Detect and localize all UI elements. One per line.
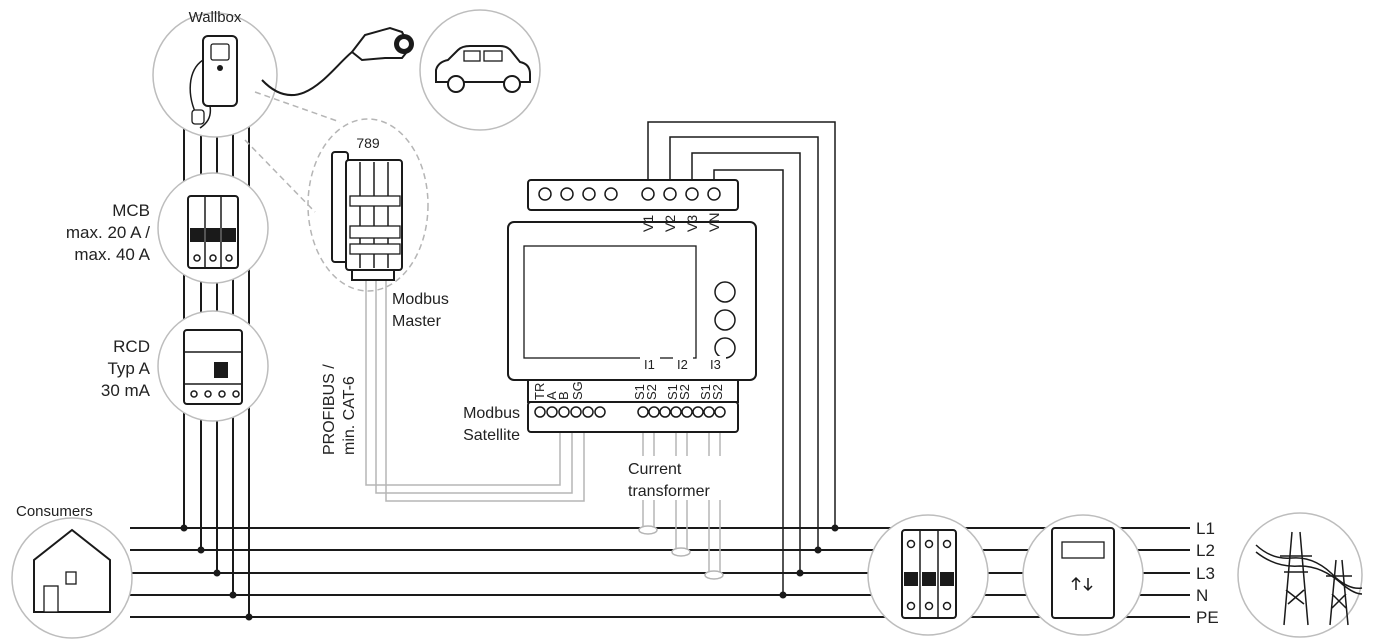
line-label-l2: L2 bbox=[1196, 541, 1215, 560]
terminal-s1-a: S1 bbox=[632, 384, 647, 400]
terminal-s1-c: S1 bbox=[698, 384, 713, 400]
ct-group-i1: I1 bbox=[644, 357, 655, 372]
rcd-label-line1: RCD bbox=[113, 337, 150, 356]
house-icon bbox=[33, 528, 111, 613]
bus-terminal-labels: TR A B SG bbox=[532, 381, 585, 400]
utility-meter-icon bbox=[1051, 527, 1115, 619]
meter-bottom-terminals bbox=[534, 406, 726, 418]
mcb-icon bbox=[187, 195, 239, 269]
current-terminal-labels: S1 S2 S1 S2 S1 S2 bbox=[632, 384, 725, 400]
cable-label-line2: min. CAT-6 bbox=[341, 376, 358, 455]
modbus-master-module bbox=[331, 151, 403, 281]
master-label-line1: Modbus bbox=[392, 291, 449, 308]
bus-lines bbox=[130, 527, 1190, 618]
terminal-s1-b: S1 bbox=[665, 384, 680, 400]
satellite-label-line1: Modbus bbox=[463, 405, 520, 422]
utility-meter bbox=[1022, 514, 1144, 636]
satellite-label-line2: Satellite bbox=[463, 427, 520, 444]
line-label-l3: L3 bbox=[1196, 564, 1215, 583]
terminal-v1: V1 bbox=[640, 215, 656, 232]
main-breaker bbox=[867, 514, 989, 636]
line-labels: L1 L2 L3 N PE bbox=[1196, 519, 1219, 627]
energy-meter bbox=[507, 179, 757, 433]
rcd-icon bbox=[183, 329, 243, 405]
terminal-s2-c: S2 bbox=[710, 384, 725, 400]
car bbox=[419, 9, 541, 131]
ct-group-i2: I2 bbox=[677, 357, 688, 372]
voltage-terminal-labels: V1 V2 V3 VN bbox=[640, 213, 722, 232]
terminal-tr: TR bbox=[532, 383, 547, 400]
consumers bbox=[11, 517, 133, 639]
rcd-label-line2: Typ A bbox=[107, 359, 150, 378]
line-label-pe: PE bbox=[1196, 608, 1219, 627]
meter-top-terminals bbox=[538, 187, 721, 201]
terminal-sg: SG bbox=[570, 381, 585, 400]
master-label-line2: Master bbox=[392, 313, 442, 330]
line-label-n: N bbox=[1196, 586, 1208, 605]
cable-label-line1: PROFIBUS / bbox=[321, 364, 338, 455]
terminal-vn: VN bbox=[706, 213, 722, 232]
ct-group-i3: I3 bbox=[710, 357, 721, 372]
main-breaker-icon bbox=[901, 529, 957, 619]
zoom-indicator bbox=[244, 91, 429, 292]
terminal-v2: V2 bbox=[662, 215, 678, 232]
line-label-l1: L1 bbox=[1196, 519, 1215, 538]
consumers-label: Consumers bbox=[16, 503, 93, 520]
charging-cable bbox=[261, 51, 353, 97]
terminal-v3: V3 bbox=[684, 215, 700, 232]
ct-label-line1: Current bbox=[628, 461, 682, 478]
wallbox-icon bbox=[189, 35, 238, 129]
ct-label-line2: transformer bbox=[628, 483, 710, 500]
wallbox: Wallbox bbox=[152, 9, 278, 138]
terminal-b: B bbox=[556, 391, 571, 400]
terminal-s2-b: S2 bbox=[677, 384, 692, 400]
ct-group-labels: I1 I2 I3 bbox=[640, 356, 726, 372]
bus-cable bbox=[365, 278, 585, 502]
terminal-s2-a: S2 bbox=[644, 384, 659, 400]
charging-plug-icon bbox=[350, 26, 414, 62]
car-icon bbox=[435, 45, 531, 93]
mcb-label-line3: max. 40 A bbox=[74, 245, 150, 264]
rcd-label-line3: 30 mA bbox=[101, 381, 151, 400]
rcd bbox=[157, 310, 269, 422]
mcb-label-line2: max. 20 A / bbox=[66, 223, 150, 242]
power-grid bbox=[1237, 512, 1363, 638]
terminal-a: A bbox=[544, 391, 559, 400]
mcb bbox=[157, 172, 269, 284]
mcb-label-line1: MCB bbox=[112, 201, 150, 220]
master-id-label: 789 bbox=[356, 135, 380, 151]
pylon-icon bbox=[1255, 531, 1363, 626]
wallbox-label: Wallbox bbox=[189, 9, 242, 26]
